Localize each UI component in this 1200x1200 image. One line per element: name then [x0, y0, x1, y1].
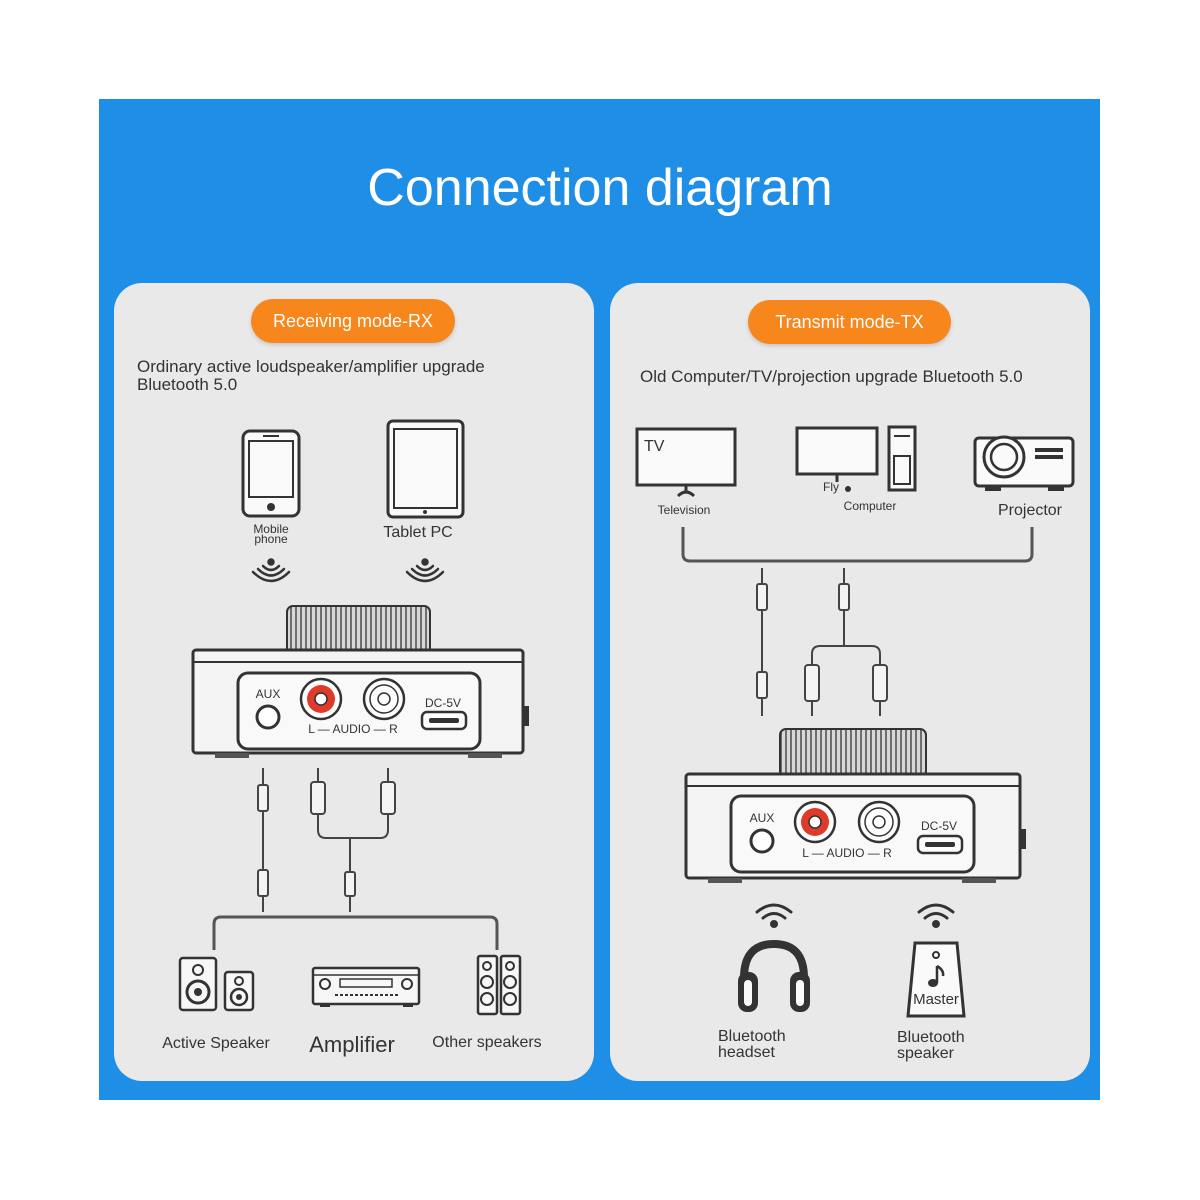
speaker-label-line2: speaker	[897, 1045, 954, 1062]
rx-description-line2: Bluetooth 5.0	[137, 375, 238, 394]
rx-rca-cable	[310, 768, 396, 912]
tx-mode-pill: Transmit mode-TX	[748, 300, 951, 344]
rx-aux-label: AUX	[255, 687, 281, 701]
television-icon	[635, 427, 737, 498]
tablet-label: Tablet PC	[383, 524, 453, 541]
wifi-icon	[755, 903, 793, 928]
tx-description: Old Computer/TV/projection upgrade Bluet…	[640, 367, 1023, 386]
page-title: Connection diagram	[367, 159, 833, 217]
tx-source-bracket	[681, 527, 1034, 563]
other-speakers-icon	[476, 954, 522, 1016]
rx-description-line1: Ordinary active loudspeaker/amplifier up…	[137, 357, 485, 376]
headset-label-line2: headset	[718, 1044, 775, 1061]
speaker-master-label: Master	[913, 991, 959, 1008]
tx-aux-label: AUX	[749, 811, 775, 825]
tx-aux-cable	[756, 568, 768, 716]
amplifier-icon	[311, 966, 421, 1007]
mobile-phone-icon	[241, 429, 301, 518]
computer-icon	[795, 425, 917, 492]
music-note-icon	[928, 964, 945, 987]
rx-output-bracket	[212, 915, 499, 950]
mobile-phone-label-line1: Mobile	[253, 522, 289, 536]
other-speakers-label: Other speakers	[432, 1034, 542, 1051]
wireless-waves-icon	[405, 558, 445, 583]
active-speaker-label: Active Speaker	[162, 1035, 270, 1052]
fly-label: Fly	[823, 480, 839, 494]
rx-bluetooth-device	[191, 605, 529, 758]
rx-audio-label: L — AUDIO — R	[308, 722, 398, 736]
rx-aux-cable	[257, 768, 269, 912]
projector-label: Projector	[997, 502, 1063, 519]
tx-rca-cable	[804, 568, 888, 716]
headset-icon	[738, 939, 810, 1012]
active-speaker-icon	[178, 956, 255, 1012]
wifi-icon	[917, 903, 955, 928]
projector-icon	[973, 435, 1075, 491]
tx-audio-label: L — AUDIO — R	[802, 846, 892, 860]
headset-label-line1: Bluetooth	[718, 1028, 786, 1045]
rx-dc-label: DC-5V	[424, 696, 461, 710]
computer-label: Computer	[843, 499, 897, 513]
amplifier-label: Amplifier	[309, 1032, 395, 1057]
speaker-label-line1: Bluetooth	[897, 1029, 965, 1046]
mobile-phone-label-line2: phone	[254, 532, 288, 546]
tv-screen-label: TV	[644, 438, 665, 455]
wireless-waves-icon	[251, 558, 291, 583]
tx-bluetooth-device	[684, 728, 1026, 883]
tx-dc-label: DC-5V	[920, 819, 957, 833]
rx-mode-pill: Receiving mode-RX	[251, 299, 455, 343]
tablet-icon	[386, 419, 465, 519]
television-label: Television	[657, 503, 711, 517]
tx-panel	[610, 283, 1090, 1081]
